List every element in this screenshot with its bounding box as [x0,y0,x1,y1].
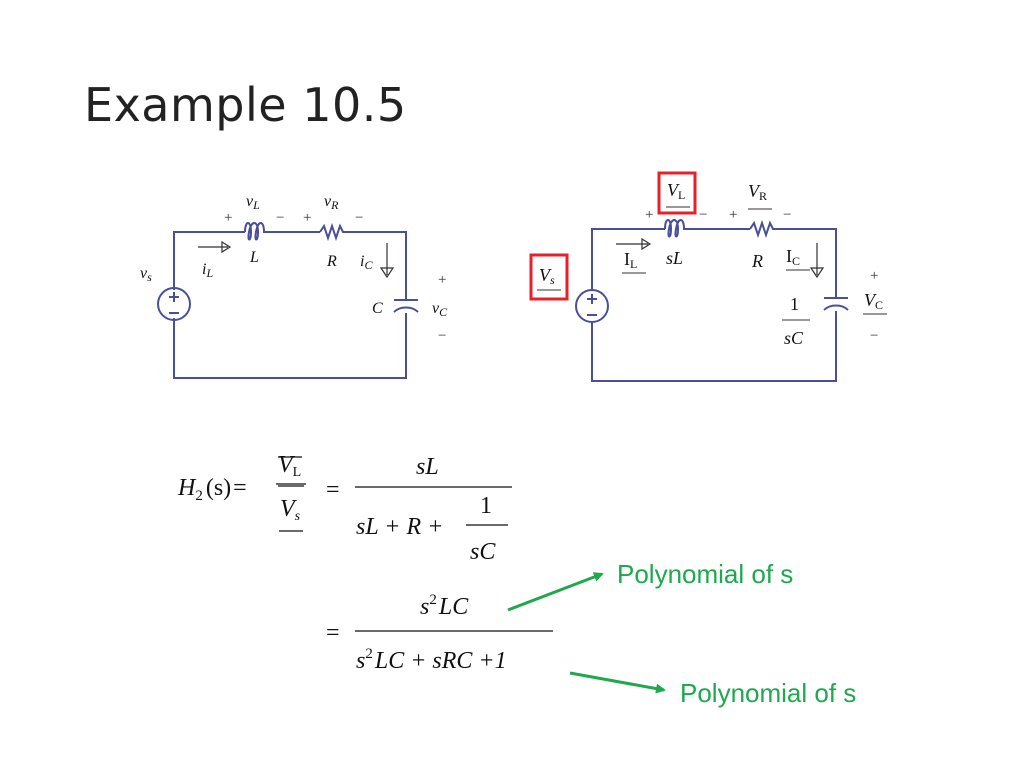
label-cap-numerator: 1 [790,294,799,314]
VR-plus-sign: + [729,207,737,223]
resistor-symbol [319,222,345,242]
vL-minus-sign: − [276,210,284,226]
label-iC: iC [360,253,373,272]
eq-line1-numerator: sL [416,454,439,480]
label-L: L [249,249,259,266]
VC-plus-sign: + [870,268,878,284]
label-Vs: Vs [539,265,555,287]
label-R-s: R [751,251,763,271]
label-VR: VR [748,181,767,203]
voltage-source-symbol [157,287,191,321]
eq-equals-2: = [326,620,340,646]
vR-plus-sign: + [303,210,311,226]
label-vC: vC [432,300,448,319]
arrow-denominator-icon [569,671,666,694]
vR-minus-sign: − [355,210,363,226]
eq-line1-frac-denominator: sC [470,539,496,565]
vC-plus-sign: + [438,272,446,288]
equation-fraction-bars [276,456,553,632]
label-vR: vR [324,193,339,212]
eq-H2s: H2(s)= [177,475,247,504]
slide-title: Example 10.5 [84,78,407,132]
vL-plus-sign: + [224,210,232,226]
label-IL: IL [624,249,637,271]
source-plus-sign [169,292,179,302]
wire-top-left-s [591,228,665,290]
note-numerator-polynomial: Polynomial of s [617,559,794,589]
label-VC: VC [864,290,883,312]
note-denominator-polynomial: Polynomial of s [680,678,857,708]
eq-line1-denominator: sL + R + [356,514,443,540]
wire-top-right-s [775,228,837,298]
wire-top-left [173,231,245,290]
vC-minus-sign: − [438,328,446,344]
label-R: R [326,253,337,270]
transfer-function-equation: H2(s)= VL Vs = sL sL + R + 1 sC = s2LC s… [177,452,507,674]
eq-VL: VL [278,452,301,480]
highlight-box-VL [657,171,697,215]
current-arrow-IL-icon [616,237,652,251]
circuit-time-domain [157,222,419,379]
label-VL: VL [667,180,685,202]
eq-equals-1: = [326,477,340,503]
VC-minus-sign: − [870,328,878,344]
label-IC: IC [786,246,800,268]
inductor-symbol [244,222,267,241]
resistor-symbol-s [749,219,775,239]
VR-minus-sign: − [783,207,791,223]
arrow-numerator-icon [507,572,604,612]
eq-Vs: Vs [280,496,301,524]
capacitor-plate-bottom-s [823,304,849,311]
source-plus-sign-s [587,294,597,304]
label-sL: sL [666,248,683,268]
fraction-bar-VL-Vs [276,483,306,487]
label-C: C [372,300,383,317]
label-cap-denominator: sC [784,328,804,348]
highlight-box-Vs [529,253,569,301]
current-arrow-iC-icon [379,243,395,279]
phasor-label-bars [537,206,887,321]
eq-line2-numerator: s2LC [420,592,469,620]
wire-top-right [345,231,407,300]
current-arrow-iL-icon [198,240,232,254]
label-vs: vs [140,265,152,284]
label-iL: iL [202,261,213,280]
capacitor-plate-bottom [393,306,419,313]
wire-right-lower [173,313,407,379]
phasor-bars-eq [278,456,303,532]
voltage-source-symbol-s [575,289,609,323]
inductor-symbol-s [664,219,687,238]
label-vL: vL [246,193,260,212]
VL-plus-sign: + [645,207,653,223]
eq-line2-denominator: s2LC + sRC +1 [356,646,507,674]
VL-minus-sign: − [699,207,707,223]
eq-line1-frac-numerator: 1 [480,493,492,519]
wire-right-lower-s [591,311,837,382]
current-arrow-IC-icon [809,243,825,279]
circuit-s-domain [575,219,849,382]
